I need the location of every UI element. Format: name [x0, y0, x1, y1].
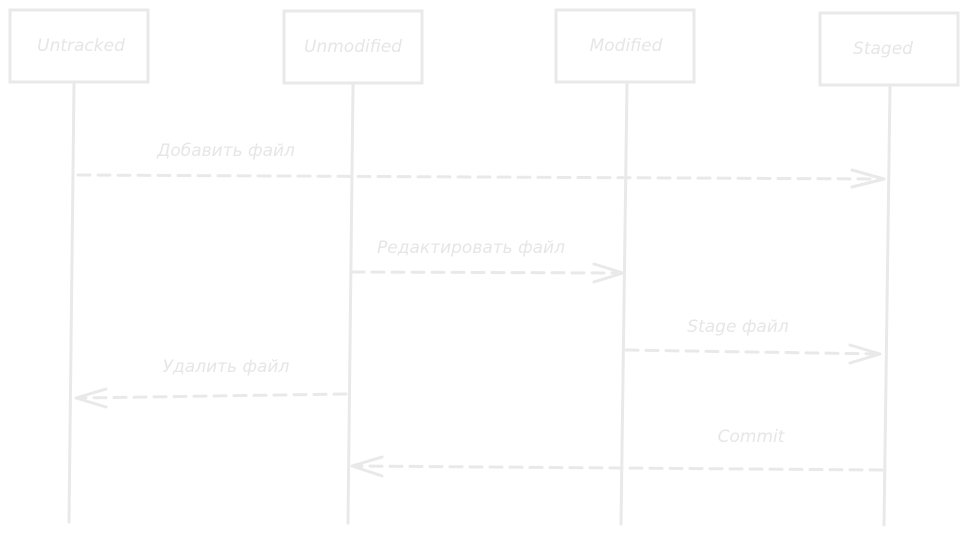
actor-label-staged: Staged — [853, 39, 913, 59]
arrow-head-edit-file — [592, 262, 625, 284]
message-label-stage-file: Stage файл — [687, 317, 789, 337]
actor-modified: Modified — [554, 8, 696, 84]
message-remove-file: Удалить файл — [74, 357, 348, 409]
message-label-edit-file: Редактировать файл — [377, 238, 565, 258]
actor-untracked: Untracked — [8, 8, 150, 84]
message-edit-file: Редактировать файл — [350, 238, 625, 284]
message-label-remove-file: Удалить файл — [163, 357, 290, 377]
arrow-head-add-file — [850, 168, 886, 189]
message-line-edit-file — [350, 270, 622, 275]
message-add-file: Добавить файл — [76, 141, 886, 189]
message-commit: Commit — [350, 427, 884, 478]
lifeline-modified — [619, 82, 629, 526]
actor-label-untracked: Untracked — [37, 36, 125, 56]
lifeline-untracked — [67, 82, 76, 524]
arrow-head-stage-file — [848, 343, 882, 365]
lifeline-unmodified — [346, 83, 355, 525]
actor-box-unmodified — [282, 9, 424, 85]
actor-box-untracked — [8, 8, 150, 84]
message-line-add-file — [76, 173, 884, 181]
message-label-add-file: Добавить файл — [156, 141, 295, 161]
message-line-stage-file — [624, 348, 880, 356]
lifeline-staged — [882, 85, 892, 527]
message-stage-file: Stage файл — [624, 317, 882, 365]
message-label-commit: Commit — [718, 427, 786, 447]
actor-box-modified — [554, 8, 696, 84]
message-line-remove-file — [78, 392, 348, 400]
actor-label-unmodified: Unmodified — [304, 37, 402, 57]
message-line-commit — [354, 464, 884, 472]
actor-staged: Staged — [818, 11, 960, 87]
actor-label-modified: Modified — [590, 36, 663, 56]
arrow-head-commit — [350, 455, 384, 478]
actor-unmodified: Unmodified — [282, 9, 424, 85]
actor-box-staged — [818, 11, 960, 87]
arrow-head-remove-file — [74, 387, 108, 409]
